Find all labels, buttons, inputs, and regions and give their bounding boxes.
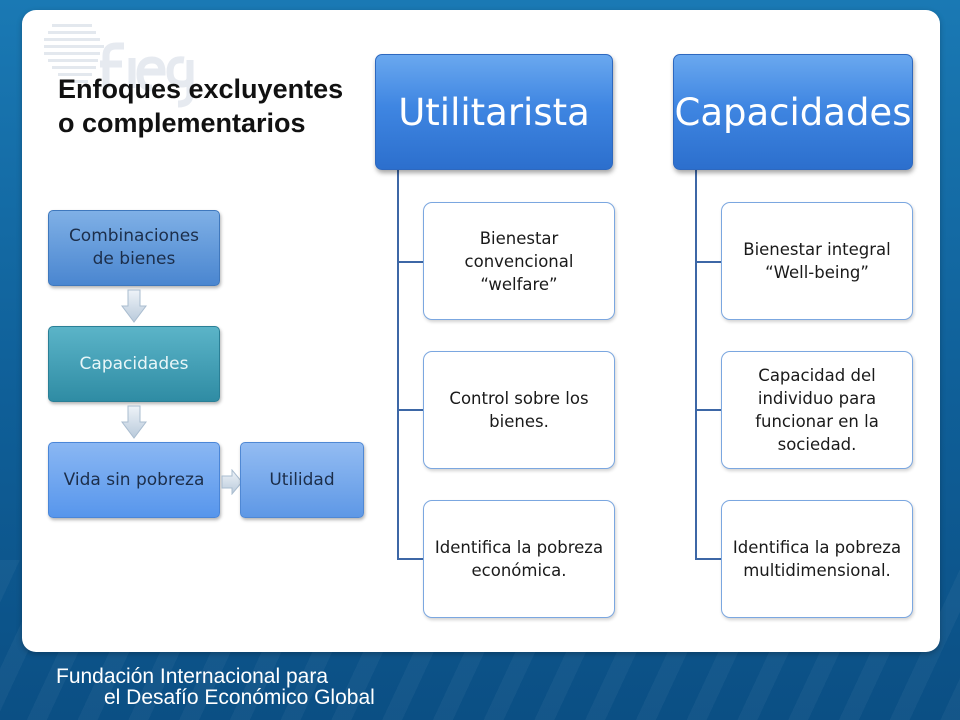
flow-box-capacidades: Capacidades: [48, 326, 220, 402]
capacidades-item-1: Bienestar integral “Well-being”: [721, 202, 913, 320]
slide-panel: Enfoques excluyentes o complementarios C…: [22, 10, 940, 652]
flow-box-combinaciones: Combinaciones de bienes: [48, 210, 220, 286]
connector-line: [397, 409, 423, 411]
connector-line: [695, 558, 721, 560]
header-utilitarista: Utilitarista: [375, 54, 613, 170]
footer-line-1: Fundación Internacional para: [56, 665, 329, 688]
slide-title: Enfoques excluyentes o complementarios: [58, 72, 378, 140]
arrow-down-icon: [121, 289, 147, 323]
connector-line: [397, 261, 423, 263]
connector-line: [397, 558, 423, 560]
title-line-2: o complementarios: [58, 108, 306, 138]
arrow-right-icon: [221, 469, 243, 495]
capacidades-item-3: Identifica la pobreza multidimensional.: [721, 500, 913, 618]
connector-line: [695, 170, 697, 560]
utilitarista-item-1: Bienestar convencional “welfare”: [423, 202, 615, 320]
capacidades-item-2: Capacidad del individuo para funcionar e…: [721, 351, 913, 469]
header-capacidades: Capacidades: [673, 54, 913, 170]
footer-line-2: el Desafío Económico Global: [104, 686, 375, 709]
utilitarista-item-3: Identifica la pobreza económica.: [423, 500, 615, 618]
flow-box-utilidad: Utilidad: [240, 442, 364, 518]
footer-organization: Fundación Internacional para el Desafío …: [56, 666, 375, 708]
connector-line: [695, 261, 721, 263]
connector-line: [397, 170, 399, 560]
flow-box-vida-sin-pobreza: Vida sin pobreza: [48, 442, 220, 518]
title-line-1: Enfoques excluyentes: [58, 74, 344, 104]
connector-line: [695, 409, 721, 411]
utilitarista-item-2: Control sobre los bienes.: [423, 351, 615, 469]
logo-stripes-icon: [44, 24, 194, 108]
arrow-down-icon: [121, 405, 147, 439]
